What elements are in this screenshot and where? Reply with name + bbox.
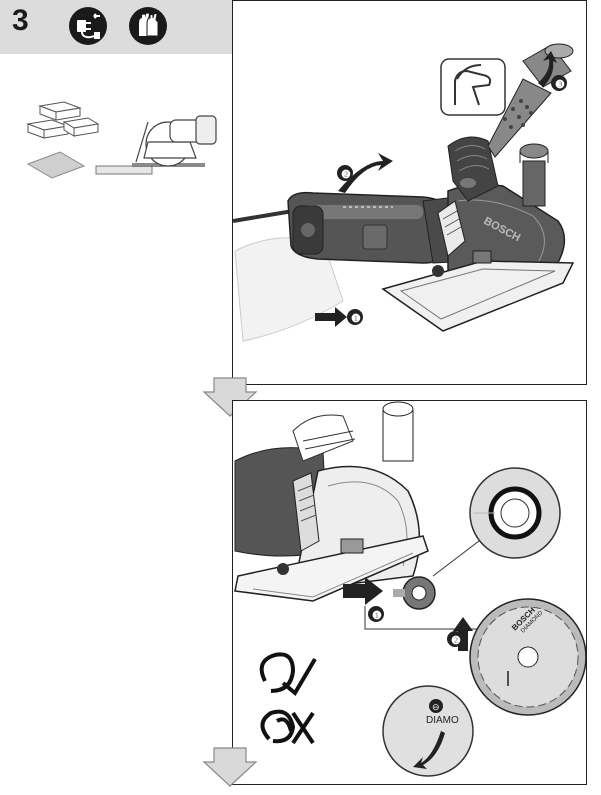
dust-guard: BOSCH <box>381 143 575 332</box>
step-panel-2: ❶ BOSCH DIAMOND ❷ ⊖ DIAMO <box>232 400 587 785</box>
dust-guard-attach-illustration: BOSCH <box>232 43 575 342</box>
cut-strip <box>95 165 153 175</box>
rotation-direction-zoom: ⊖ DIAMO <box>382 685 474 777</box>
diamond-blade: BOSCH DIAMOND <box>469 598 587 716</box>
callout-2 <box>337 165 353 181</box>
callout-2b <box>447 631 463 647</box>
callout-3 <box>551 75 567 91</box>
pull-arrow <box>315 307 347 327</box>
flange-nut <box>393 576 436 610</box>
gloves-icon <box>129 7 167 45</box>
bosch-logo-mini: ⊖ <box>432 702 440 712</box>
zoom-label: DIAMO <box>426 715 459 726</box>
callout-3-label: ❸ <box>555 79 565 91</box>
grinder-with-guard <box>234 401 429 602</box>
unplug-icon <box>69 7 107 45</box>
callout-1b <box>368 606 384 622</box>
step-panel-1: BOSCH <box>232 0 587 385</box>
callout-2-label: ❷ <box>341 169 351 181</box>
twist-arrow <box>538 51 557 87</box>
bricks-icon <box>26 101 100 139</box>
rotate-arrow <box>338 153 393 193</box>
power-cable <box>232 209 294 223</box>
step-header: 3 <box>0 0 232 54</box>
wrong-mounting-icon <box>260 709 315 745</box>
correct-mounting-icon <box>259 652 317 697</box>
flange-zoom <box>432 467 561 577</box>
blade-mount-illustration: ❶ BOSCH DIAMOND ❷ ⊖ DIAMO <box>234 401 587 777</box>
rotation-arrow <box>413 731 445 769</box>
grinder-cutting-icon <box>132 115 217 167</box>
insert-arrow <box>343 577 383 605</box>
callout-1b-label: ❶ <box>372 610 382 622</box>
tile-icon <box>26 151 86 179</box>
callout-2b-label: ❷ <box>451 635 461 647</box>
down-arrow-2 <box>202 747 258 787</box>
callout-1-label: ❶ <box>351 313 361 325</box>
application-illustration <box>26 101 217 179</box>
hand-push-icon <box>440 58 506 116</box>
step-number: 3 <box>12 4 29 37</box>
callout-1 <box>347 309 363 325</box>
